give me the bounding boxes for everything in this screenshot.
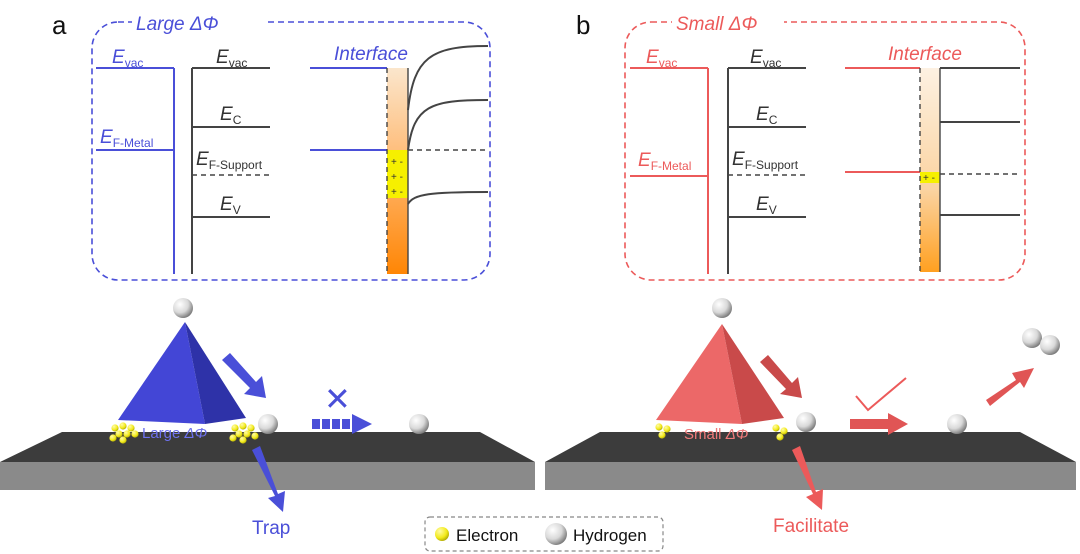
panel-a-particle-label: Large ΔΦ bbox=[142, 425, 207, 442]
panel-b-arrow-facilitate bbox=[792, 446, 823, 510]
panel-a-cross-mark: ✕ bbox=[324, 381, 351, 417]
panel-a-support-top bbox=[0, 432, 535, 462]
panel-a-pyramid-face-right bbox=[185, 322, 246, 424]
panel-a-arrow-blocked bbox=[312, 414, 372, 434]
panel-a-title: Large ΔΦ bbox=[136, 14, 219, 35]
panel-a-ec-label: EC bbox=[220, 104, 242, 127]
panel-a-interface-charge-zone bbox=[387, 150, 408, 198]
panel-b-check-mark bbox=[855, 377, 907, 412]
panel-b-arrow-migration bbox=[850, 413, 908, 435]
panel-a-charge-1: + - bbox=[391, 157, 403, 168]
panel-a-title-mask bbox=[132, 12, 264, 34]
panel-b-evac-support-label: Evac bbox=[750, 47, 781, 70]
legend-box bbox=[424, 516, 664, 552]
panel-a-letter: a bbox=[52, 10, 67, 40]
panel-b-support-top bbox=[545, 432, 1076, 462]
panel-b-hydrogen-molecule-b bbox=[1040, 335, 1060, 355]
panel-b-arrow-desorption bbox=[986, 368, 1034, 406]
panel-b-letter: b bbox=[576, 10, 590, 40]
panel-a-ev-label: EV bbox=[220, 194, 241, 217]
panel-b-title-mask bbox=[672, 12, 784, 34]
panel-b-electron-cluster-right bbox=[772, 424, 788, 441]
panel-a-bent-vac bbox=[407, 45, 489, 111]
panel-b-interface-bar bbox=[920, 68, 940, 272]
panel-a-hydrogen-top bbox=[173, 298, 193, 318]
legend-hydrogen-icon bbox=[545, 523, 567, 545]
panel-b-arrow-down-right bbox=[760, 355, 802, 398]
panel-b-title: Small ΔΦ bbox=[676, 14, 758, 35]
panel-a-band-box bbox=[91, 21, 491, 281]
panel-b-ef-metal-label: EF-Metal bbox=[638, 150, 691, 173]
panel-b-electron-cluster-left bbox=[655, 423, 671, 439]
panel-a-ef-metal-label: EF-Metal bbox=[100, 127, 153, 150]
panel-a-pyramid-face-left bbox=[118, 322, 205, 424]
panel-b-evac-metal-label: Evac bbox=[646, 47, 677, 70]
panel-b-ef-support-label: EF-Support bbox=[732, 149, 799, 172]
panel-b-particle-label: Small ΔΦ bbox=[684, 426, 748, 443]
panel-b-charge-1: + - bbox=[923, 173, 935, 184]
panel-b-interface-label: Interface bbox=[888, 44, 962, 65]
legend-electron-icon bbox=[435, 527, 449, 541]
panel-a-hydrogen-spillover bbox=[258, 414, 278, 434]
panel-b-hydrogen-molecule-a bbox=[1022, 328, 1042, 348]
panel-b-pyramid-face-right bbox=[722, 324, 784, 424]
panel-a-interface-label: Interface bbox=[334, 44, 408, 65]
panel-a-hydrogen-far bbox=[409, 414, 429, 434]
panel-b-hydrogen-top bbox=[712, 298, 732, 318]
panel-b-ev-label: EV bbox=[756, 194, 777, 217]
panel-a-arrow-down-right bbox=[222, 353, 266, 398]
panel-a-ef-support-label: EF-Support bbox=[196, 149, 263, 172]
panel-a-outcome: Trap bbox=[252, 518, 290, 539]
panel-a-bent-vb bbox=[407, 191, 489, 205]
panel-b-hydrogen-far bbox=[947, 414, 967, 434]
panel-a-arrow-trap bbox=[252, 446, 285, 512]
panel-a-evac-support-label: Evac bbox=[216, 47, 247, 70]
panel-b-pyramid-face-left bbox=[656, 324, 742, 424]
panel-b-band-box bbox=[624, 21, 1026, 281]
panel-a-electron-cluster-left bbox=[109, 422, 139, 444]
panel-a-charge-3: + - bbox=[391, 187, 403, 198]
panel-a-bent-cb bbox=[407, 99, 489, 151]
panel-b-interface-charge-zone bbox=[920, 172, 940, 183]
panel-b-outcome: Facilitate bbox=[773, 516, 849, 537]
panel-b-hydrogen-spillover bbox=[796, 412, 816, 432]
legend-hydrogen-label: Hydrogen bbox=[573, 526, 647, 545]
panel-a-charge-2: + - bbox=[391, 172, 403, 183]
panel-a-electron-cluster-right bbox=[229, 422, 259, 444]
panel-a-evac-metal-label: Evac bbox=[112, 47, 143, 70]
legend-electron-label: Electron bbox=[456, 526, 518, 545]
panel-b-ec-label: EC bbox=[756, 104, 778, 127]
